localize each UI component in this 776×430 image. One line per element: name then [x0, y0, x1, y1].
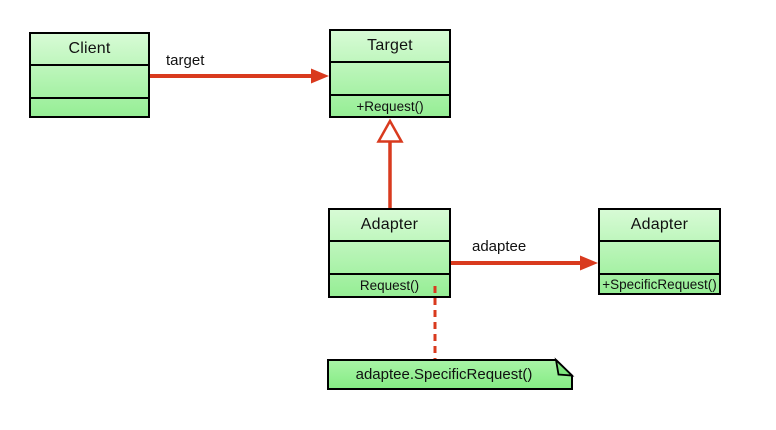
- edge-label-adaptee: adaptee: [472, 238, 527, 255]
- methods-compartment[interactable]: +Request(): [331, 94, 449, 116]
- attributes-compartment[interactable]: [31, 64, 148, 97]
- class-name: Adapter: [360, 216, 419, 233]
- association-adapter-adaptee[interactable]: [451, 255, 598, 271]
- arrowhead-icon: [311, 68, 329, 84]
- methods-compartment[interactable]: Request(): [330, 273, 449, 296]
- class-box-adaptee[interactable]: Adapter +SpecificRequest(): [598, 208, 721, 295]
- generalization-adapter-target[interactable]: [376, 118, 404, 208]
- hollow-triangle-icon: [376, 118, 404, 143]
- note-fold-corner-icon: [554, 357, 575, 377]
- class-name: Client: [68, 40, 111, 57]
- attributes-compartment[interactable]: [330, 240, 449, 273]
- class-name: Adapter: [630, 216, 689, 233]
- attributes-compartment[interactable]: [331, 61, 449, 94]
- methods-compartment[interactable]: [31, 97, 148, 116]
- class-box-client[interactable]: Client: [29, 32, 150, 118]
- class-box-adapter[interactable]: Adapter Request(): [328, 208, 451, 298]
- edge-label-target: target: [166, 52, 205, 69]
- attributes-compartment[interactable]: [600, 240, 719, 273]
- methods-compartment[interactable]: +SpecificRequest(): [600, 273, 719, 293]
- association-client-target[interactable]: [150, 68, 329, 84]
- note-text: adaptee.SpecificRequest(): [355, 366, 533, 383]
- class-name: Target: [367, 37, 413, 54]
- arrowhead-icon: [580, 255, 598, 271]
- class-box-target[interactable]: Target +Request(): [329, 29, 451, 118]
